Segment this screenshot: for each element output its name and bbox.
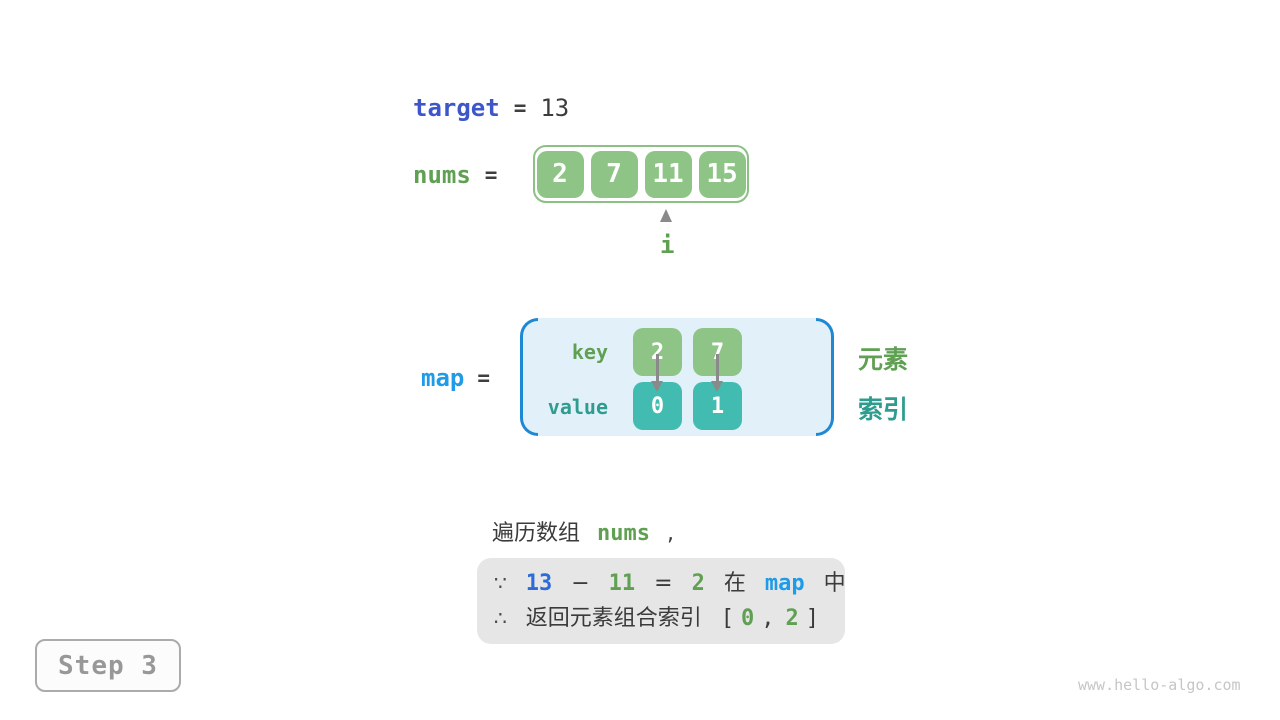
open-bracket: [ bbox=[720, 606, 734, 631]
nums-keyword: nums bbox=[413, 161, 471, 189]
map-right-paren bbox=[816, 318, 834, 436]
result-index-1: 2 bbox=[785, 606, 799, 631]
nums-label-row: nums = bbox=[413, 161, 497, 189]
return-text: 返回元素组合索引 bbox=[525, 606, 702, 631]
map-key-label: key bbox=[571, 340, 608, 364]
index-pointer-label: i bbox=[660, 231, 675, 259]
map-keyword: map bbox=[421, 364, 465, 392]
caption-text: 遍历数组 bbox=[492, 521, 581, 546]
equals-sign: = bbox=[654, 571, 673, 596]
key-to-value-arrow-line-1 bbox=[716, 354, 719, 384]
nums-cell-2: 11 bbox=[644, 150, 692, 198]
close-bracket: ] bbox=[805, 606, 819, 631]
target-value: 13 bbox=[540, 94, 570, 122]
in-suffix-text: 中 bbox=[823, 571, 846, 596]
target-number: 13 bbox=[525, 571, 553, 596]
key-to-value-arrow-head-1 bbox=[711, 381, 723, 392]
element-annotation: 元素 bbox=[858, 345, 909, 374]
nums-array-container: 2 7 11 15 bbox=[533, 145, 749, 203]
map-ref: map bbox=[764, 571, 805, 596]
nums-cell-0: 2 bbox=[536, 150, 584, 198]
conclusion-box: ∵ 13 − 11 = 2 在 map 中 ∴ 返回元素组合索引 [ 0 , 2… bbox=[477, 558, 846, 644]
because-symbol: ∵ bbox=[494, 571, 507, 595]
map-container: key value 2 7 0 1 bbox=[520, 318, 834, 436]
result-index-0: 0 bbox=[741, 606, 755, 631]
target-keyword: target bbox=[413, 94, 500, 122]
target-row: target = 13 bbox=[413, 94, 569, 122]
caption-comma: , bbox=[667, 521, 674, 546]
key-to-value-arrow-head-0 bbox=[651, 381, 663, 392]
minus-sign: − bbox=[571, 571, 590, 596]
step-badge: Step 3 bbox=[35, 639, 181, 692]
complement-number: 2 bbox=[691, 571, 705, 596]
nums-cell-1: 7 bbox=[590, 150, 638, 198]
caption-line: 遍历数组 nums , bbox=[492, 515, 674, 547]
watermark: www.hello-algo.com bbox=[1078, 676, 1241, 694]
caption-code-nums: nums bbox=[597, 521, 650, 546]
result-comma: , bbox=[761, 606, 775, 631]
conclusion-line-1: ∵ 13 − 11 = 2 在 map 中 bbox=[494, 566, 846, 601]
map-label-row: map = bbox=[421, 364, 490, 392]
current-number: 11 bbox=[608, 571, 636, 596]
in-text: 在 bbox=[723, 571, 746, 596]
nums-equals: = bbox=[484, 163, 498, 187]
map-equals: = bbox=[477, 366, 491, 390]
index-pointer-arrow-icon bbox=[660, 209, 672, 222]
map-key-cell-0: 2 bbox=[633, 328, 682, 376]
nums-cell-3: 15 bbox=[698, 150, 746, 198]
therefore-symbol: ∴ bbox=[494, 606, 507, 630]
key-to-value-arrow-line-0 bbox=[656, 354, 659, 384]
map-key-cell-1: 7 bbox=[693, 328, 742, 376]
conclusion-line-2: ∴ 返回元素组合索引 [ 0 , 2 ] bbox=[494, 601, 845, 636]
map-value-label: value bbox=[547, 395, 608, 419]
index-annotation: 索引 bbox=[858, 395, 909, 424]
target-equals: = bbox=[513, 96, 527, 120]
